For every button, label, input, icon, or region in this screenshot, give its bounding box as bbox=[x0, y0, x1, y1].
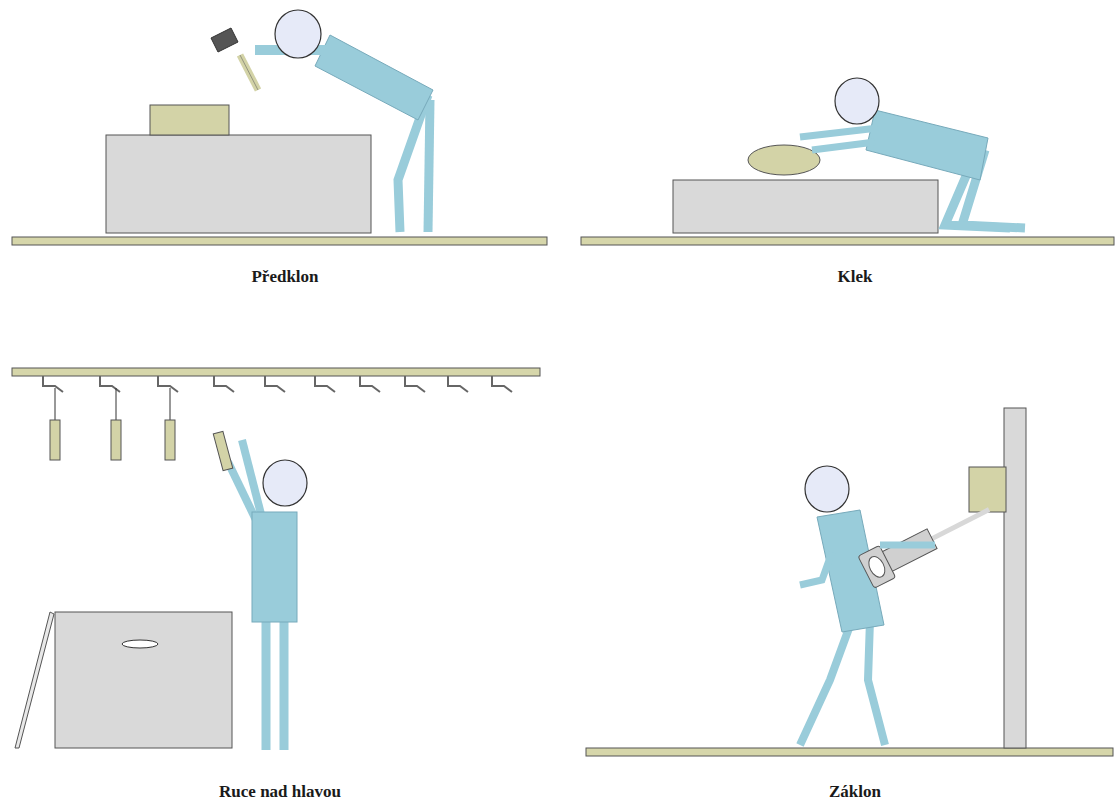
caption-label: Předklon bbox=[251, 267, 318, 287]
kneeling-scene bbox=[581, 78, 1114, 245]
overhead-scene bbox=[12, 368, 540, 750]
leaning-back-scene bbox=[586, 408, 1113, 756]
caption-label: Ruce nad hlavou bbox=[219, 782, 341, 802]
caption-label: Klek bbox=[838, 267, 873, 287]
bending-scene bbox=[12, 10, 547, 245]
caption-label: Záklon bbox=[829, 782, 881, 802]
